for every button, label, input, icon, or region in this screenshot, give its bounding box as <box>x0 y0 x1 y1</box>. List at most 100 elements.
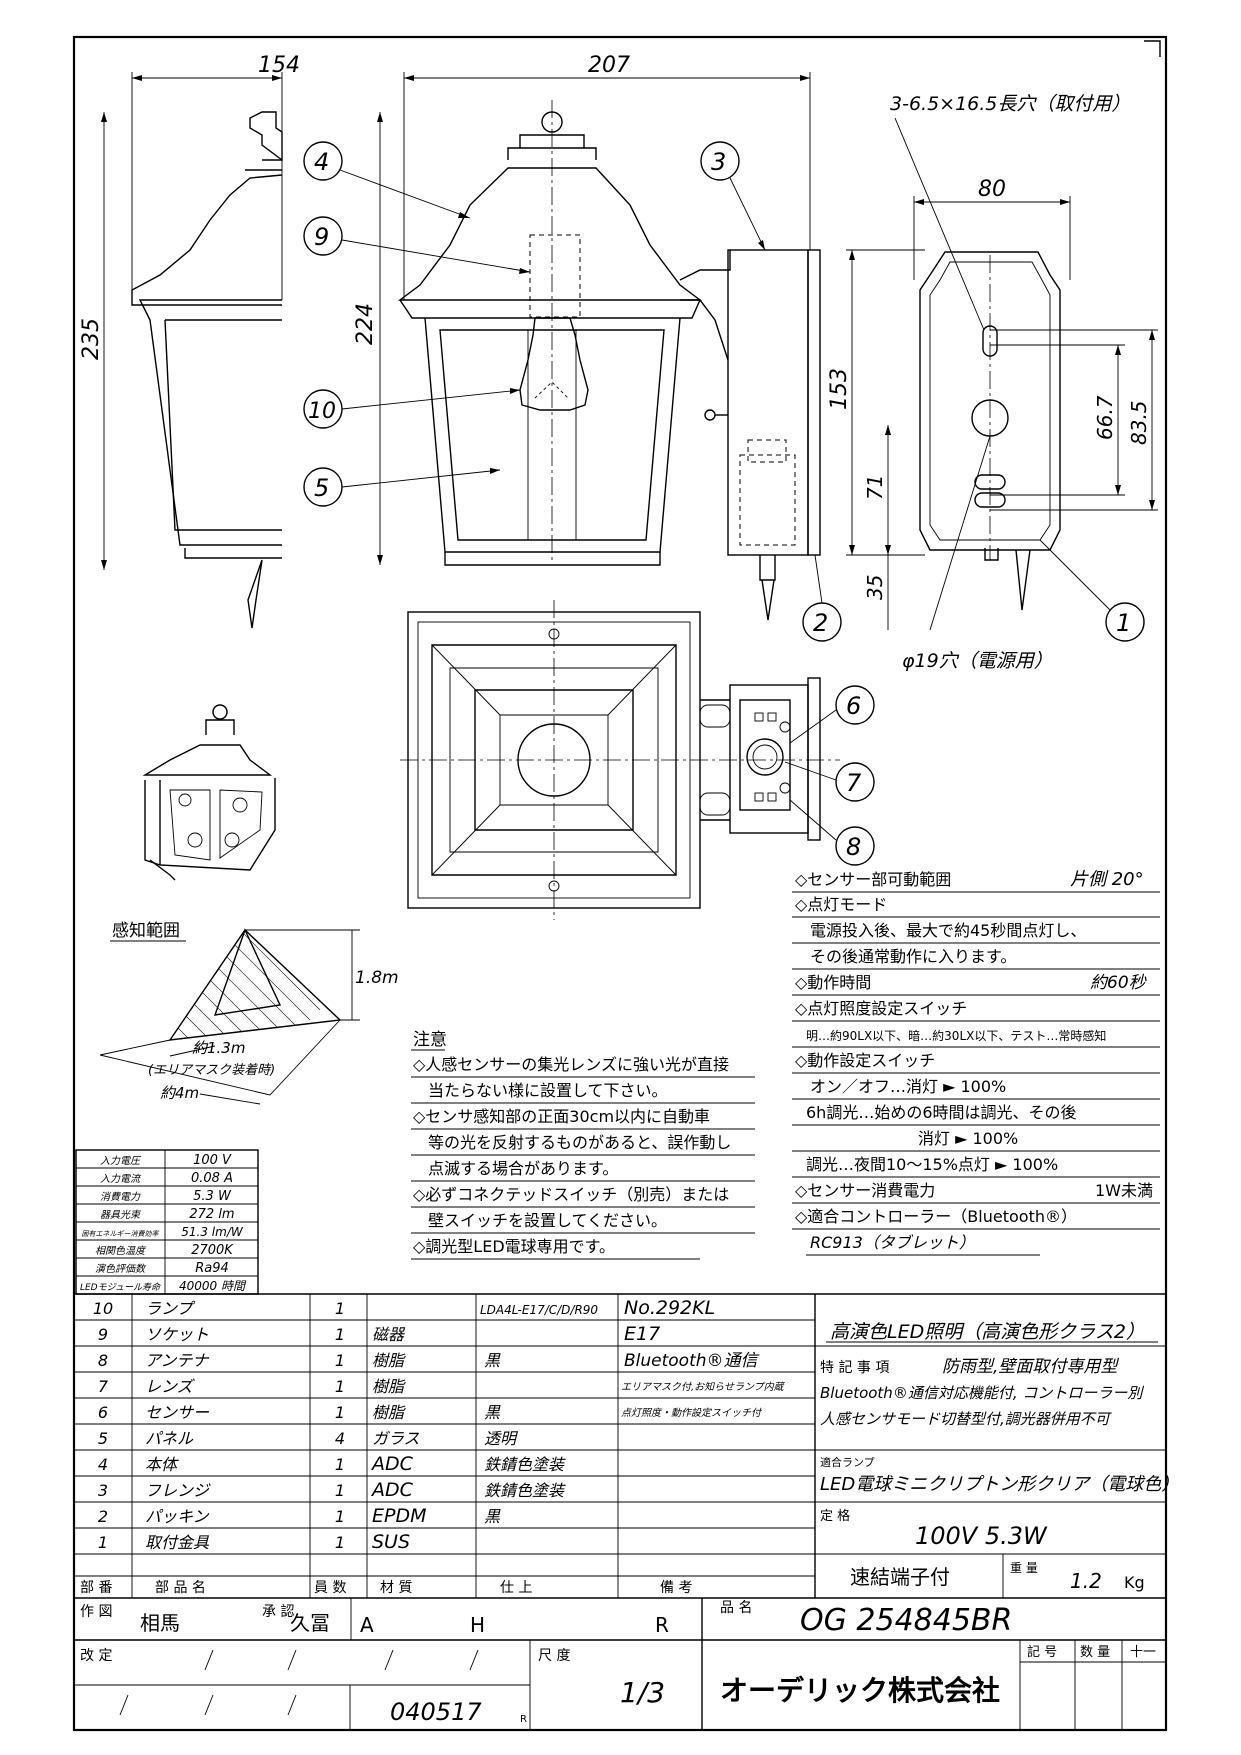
part-finish: 黒 <box>484 1507 501 1526</box>
sensor-info-value: 片側 20° <box>1070 869 1144 890</box>
part-no: 5 <box>98 1429 108 1448</box>
rating-value: 100V 5.3W <box>915 1522 1048 1550</box>
model-number: OG 254845BR <box>800 1603 1012 1638</box>
part-no: 2 <box>98 1507 108 1526</box>
detection-mask-note: (エリアマスク装着時) <box>148 1063 275 1078</box>
part-qty: 1 <box>335 1533 345 1552</box>
rev-r: R <box>655 1613 669 1637</box>
callout-1: 1 <box>1116 609 1131 637</box>
part-material: 磁器 <box>372 1325 406 1344</box>
parts-header-no: 部 番 <box>80 1580 112 1596</box>
dim-bottom-height: 35 <box>863 575 887 600</box>
spec-label: 入力電圧 <box>100 1155 142 1167</box>
part-no: 10 <box>93 1299 113 1318</box>
drawn-by: 相馬 <box>140 1611 180 1635</box>
part-no: 4 <box>98 1455 108 1474</box>
sensor-info-line: 消灯 ► 100% <box>918 1129 1018 1148</box>
sensor-info-line: 6h調光…始めの6時間は調光、その後 <box>806 1103 1077 1122</box>
part-no: 1 <box>98 1533 108 1552</box>
sensor-info-line: オン／オフ…消灯 ► 100% <box>810 1077 1006 1096</box>
parts-header-name: 部 品 名 <box>155 1580 206 1596</box>
part-material: ガラス <box>372 1429 420 1448</box>
sensor-info-line: ◇センサー消費電力 <box>795 1181 935 1200</box>
detection-mask-range: 約1.3m <box>192 1039 245 1057</box>
feature-line: Bluetooth®通信対応機能付, コントローラー別 <box>820 1384 1144 1402</box>
spec-label: 消費電力 <box>100 1191 141 1203</box>
part-no: 8 <box>98 1351 108 1370</box>
detection-title: 感知範囲 <box>112 921 180 941</box>
weight-unit: Kg <box>1124 1573 1145 1592</box>
perspective-sketch <box>142 704 276 881</box>
spec-value: 40000 時間 <box>179 1279 247 1293</box>
dim-front-width: 207 <box>588 53 630 78</box>
part-name: 取付金具 <box>145 1533 210 1552</box>
parts-header-qty: 員 数 <box>314 1580 346 1596</box>
sensor-info-line: 電源投入後、最大で約45秒間点灯し、 <box>810 921 1086 940</box>
part-name: ソケット <box>145 1325 209 1344</box>
approved-label: 承 認 <box>262 1604 294 1620</box>
spec-value: 272 lm <box>189 1207 234 1222</box>
notes-line: 等の光を反射するものがあると、誤作動し <box>428 1133 731 1152</box>
part-name: ランプ <box>145 1299 196 1318</box>
qty-label: 数 量 <box>1080 1645 1110 1660</box>
lamp-label: 適合ランプ <box>820 1455 875 1469</box>
part-name: フレンジ <box>145 1481 211 1500</box>
rev-h: H <box>470 1613 485 1637</box>
callout-9: 9 <box>314 223 329 251</box>
callout-5: 5 <box>314 474 329 502</box>
part-qty: 4 <box>335 1429 345 1448</box>
sensor-info-line: RC913（タブレット） <box>810 1233 975 1252</box>
notes-line: ◇センサ感知部の正面30cm以内に自動車 <box>413 1107 710 1126</box>
spec-value: 0.08 A <box>191 1171 233 1186</box>
spec-label: 固有エネルギー消費効率 <box>82 1230 160 1238</box>
feature-line: 防雨型,壁面取付専用型 <box>942 1357 1119 1377</box>
part-name: 本体 <box>145 1455 179 1474</box>
notes-title: 注意 <box>413 1030 447 1050</box>
part-name: レンズ <box>145 1377 196 1396</box>
parts-table: 10 ランプ 1 LDA4L-E17/C/D/R90 No.292KL 9 ソケ… <box>74 1293 1166 1599</box>
title-block: 作 図 相馬 承 認 久冨 A H R 品 名 OG 254845BR 改 定 … <box>74 1598 1166 1730</box>
product-block: 高演色LED照明（高演色形クラス2） 特 記 事 項 防雨型,壁面取付専用型 B… <box>815 1321 1179 1598</box>
spec-value: 100 V <box>193 1153 232 1168</box>
dim-front-height: 224 <box>353 303 378 345</box>
notes-line: ◇必ずコネクテッドスイッチ（別売）または <box>413 1185 729 1204</box>
part-finish: 鉄錆色塗装 <box>484 1481 566 1500</box>
drawn-label: 作 図 <box>80 1604 112 1620</box>
weight-value: 1.2 <box>1070 1569 1102 1593</box>
back-view: 80 3-6.5×16.5長穴（取付用） 153 71 35 66.7 83.5 <box>827 93 1158 672</box>
part-material: ADC <box>370 1453 414 1475</box>
spec-value: 51.3 lm/W <box>181 1225 244 1239</box>
sensor-info-line: 明…約90LX以下、暗…約30LX以下、テスト…常時感知 <box>806 1028 1106 1043</box>
side-view: 154 235 <box>79 53 300 629</box>
dim-hole-height: 71 <box>863 475 887 500</box>
approved-by: 久冨 <box>290 1611 330 1635</box>
dim-hole-pitch-1: 66.7 <box>1093 395 1117 440</box>
part-note: Bluetooth®通信 <box>624 1351 760 1371</box>
notes-line: 壁スイッチを設置してください。 <box>428 1211 667 1230</box>
notes-line: ◇人感センサーの集光レンズに強い光が直接 <box>413 1055 729 1074</box>
callout-7: 7 <box>846 769 862 797</box>
parts-header-material: 材 質 <box>380 1580 412 1596</box>
part-name: パッキン <box>145 1507 210 1526</box>
part-name: パネル <box>145 1429 194 1448</box>
part-material: 樹脂 <box>372 1403 406 1422</box>
sensor-info-line: ◇点灯照度設定スイッチ <box>795 999 967 1018</box>
dim-side-height: 235 <box>79 318 104 360</box>
sensor-info-line: ◇動作時間 <box>795 973 871 992</box>
scale-label: 尺 度 <box>538 1648 570 1664</box>
callout-2: 2 <box>813 609 828 637</box>
product-category: 高演色LED照明（高演色形クラス2） <box>830 1321 1145 1343</box>
part-qty: 1 <box>335 1481 345 1500</box>
detection-range: 感知範囲 1.8m 約1.3m (エリアマスク装着時) 約4m <box>99 921 399 1105</box>
part-material: 樹脂 <box>372 1351 406 1370</box>
part-qty: 1 <box>335 1455 345 1474</box>
callout-6: 6 <box>846 692 861 720</box>
part-no: 6 <box>98 1403 108 1422</box>
parts-header-note: 備 考 <box>660 1580 692 1596</box>
sensor-info-value: 約60秒 <box>1090 973 1147 993</box>
top-view <box>400 600 840 920</box>
callout-3: 3 <box>711 148 726 176</box>
dim-back-width: 80 <box>978 177 1006 202</box>
notes-line: 点滅する場合があります。 <box>428 1159 618 1178</box>
